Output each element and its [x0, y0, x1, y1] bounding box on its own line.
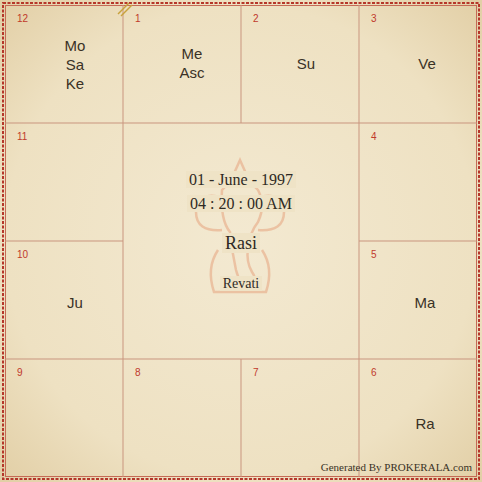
planet-group: Ra	[413, 414, 437, 433]
inner-border	[6, 6, 477, 477]
house-number: 8	[135, 367, 141, 379]
house-cell: 4	[359, 123, 477, 241]
house-cell: 12MoSaKe	[5, 5, 123, 123]
house-number: 9	[17, 367, 23, 379]
planet-label: Asc	[177, 63, 207, 82]
generator-credit: Generated By PROKERALA.com	[321, 461, 472, 474]
house-number: 1	[135, 13, 141, 25]
planet-label: Su	[295, 54, 318, 73]
planet-label: Me	[177, 44, 207, 63]
house-number: 4	[371, 131, 377, 143]
house-number: 11	[17, 131, 27, 143]
house-number: 5	[371, 249, 377, 261]
chart-info-text: Revati	[123, 275, 359, 293]
grid-lines	[5, 5, 477, 477]
house-cell: 6Ra	[359, 359, 477, 477]
planet-label: Sa	[63, 55, 88, 74]
chart-info-value: 04 : 20 : 00 AM	[187, 195, 295, 212]
house-number: 2	[253, 13, 259, 25]
planet-group: Ju	[65, 293, 85, 312]
house-number: 6	[371, 367, 377, 379]
center-panel: 01 - June - 1997 04 : 20 : 00 AM RasiRevat…	[123, 123, 359, 359]
outer-border	[3, 3, 479, 479]
planet-group: Ma	[413, 293, 438, 312]
planet-label: Mo	[63, 36, 88, 55]
planet-group: MoSaKe	[63, 36, 88, 93]
planet-label: Ju	[65, 293, 85, 312]
house-cell: 8	[123, 359, 241, 477]
house-cell: 7	[241, 359, 359, 477]
planet-label: Ke	[63, 74, 88, 93]
planet-label: Ma	[413, 293, 438, 312]
planet-group: Ve	[416, 54, 438, 73]
house-number: 3	[371, 13, 377, 25]
chart-info-text: Rasi	[123, 232, 359, 255]
planet-group: Su	[295, 54, 318, 73]
house-cell: 10Ju	[5, 241, 123, 359]
chart-info-value: Rasi	[222, 233, 260, 253]
chart-info-value: 01 - June - 1997	[186, 171, 296, 188]
house-cell: 11	[5, 123, 123, 241]
chart-info-value: Revati	[220, 276, 263, 291]
house-number: 10	[17, 249, 28, 261]
planet-label: Ra	[413, 414, 437, 433]
house-number: 7	[253, 367, 259, 379]
house-cell: 5Ma	[359, 241, 477, 359]
ascendant-mark	[118, 3, 132, 16]
house-cell: 9	[5, 359, 123, 477]
house-cell: 3Ve	[359, 5, 477, 123]
chart-info-text: 04 : 20 : 00 AM	[123, 194, 359, 214]
planet-label: Ve	[416, 54, 438, 73]
house-cell: 1MeAsc	[123, 5, 241, 123]
house-cell: 2Su	[241, 5, 359, 123]
planet-group: MeAsc	[177, 44, 207, 82]
chart-info-text: 01 - June - 1997	[123, 170, 359, 190]
house-number: 12	[17, 13, 28, 25]
